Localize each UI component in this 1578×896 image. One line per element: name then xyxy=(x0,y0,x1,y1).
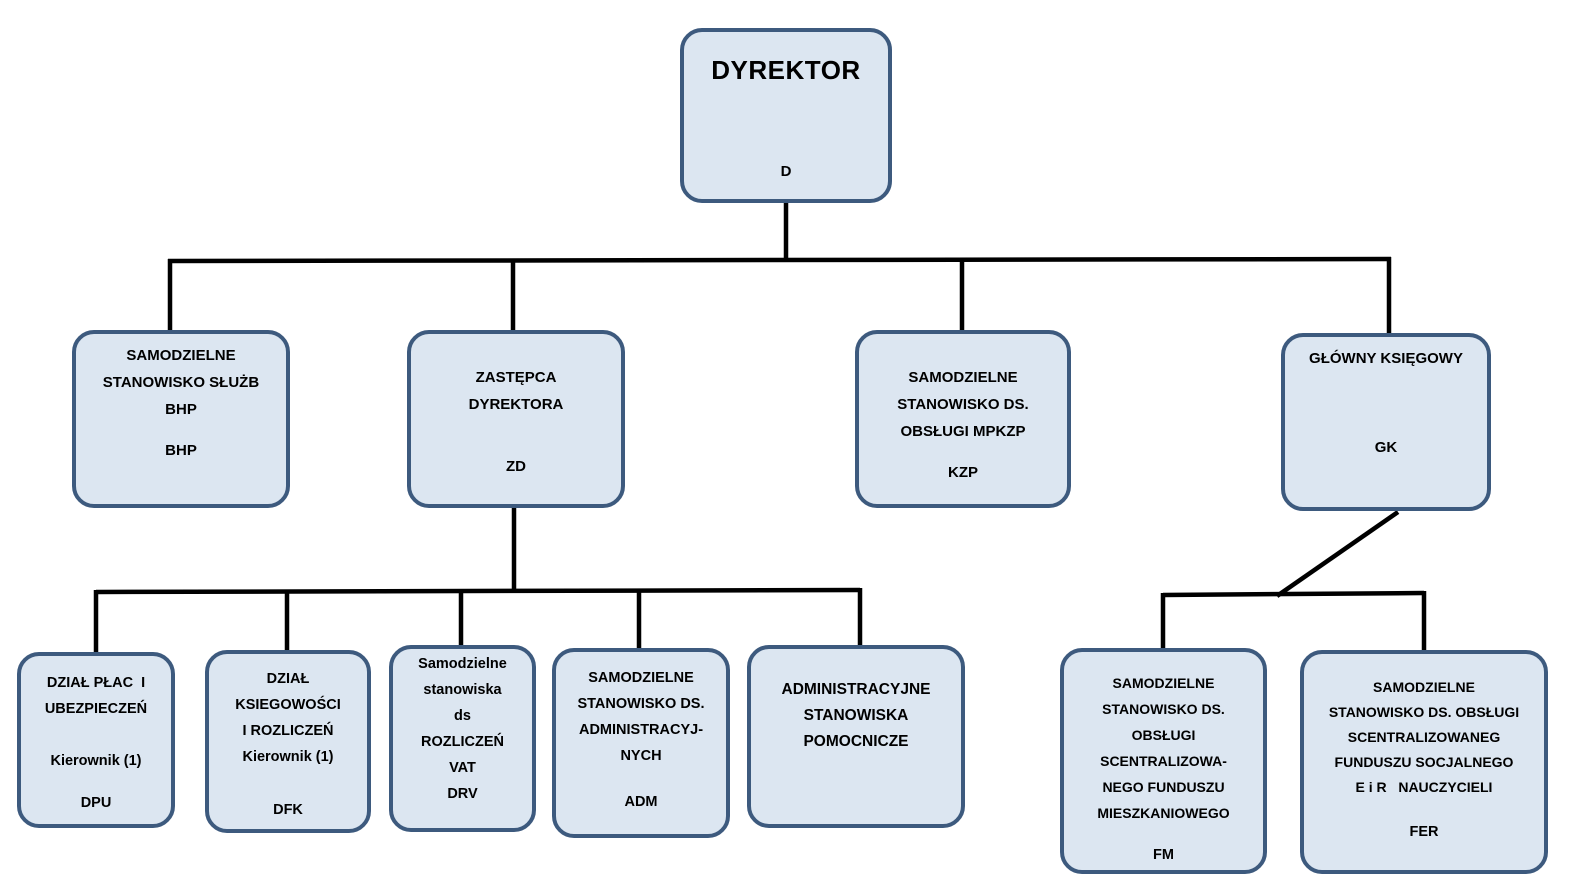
node-code: KZP xyxy=(948,464,978,481)
node-text-line: Samodzielne xyxy=(418,656,507,672)
node-text-line: Kierownik (1) xyxy=(242,749,334,765)
org-node-fer: SAMODZIELNE STANOWISKO DS. OBSŁUGI SCENT… xyxy=(1300,650,1548,874)
org-node-drv: Samodzielne stanowiska ds ROZLICZEŃ VAT … xyxy=(389,645,536,832)
node-code: GK xyxy=(1374,439,1398,456)
node-text-line: STANOWISKA xyxy=(803,707,909,724)
node-text-line: FUNDUSZU SOCJALNEGO xyxy=(1334,754,1514,770)
node-text-line: OBSŁUGI xyxy=(1131,727,1196,743)
node-text-line: VAT xyxy=(449,760,476,776)
node-code: DPU xyxy=(80,795,112,811)
connector-level2-left xyxy=(93,508,863,655)
node-text-line: POMOCNICZE xyxy=(803,733,909,750)
node-text-line: NEGO FUNDUSZU xyxy=(1102,779,1225,795)
node-text-line: MIESZKANIOWEGO xyxy=(1097,805,1230,821)
node-text-line: STANOWISKO DS. OBSŁUGI xyxy=(1328,704,1520,720)
node-code: DRV xyxy=(447,786,478,802)
org-node-fm: SAMODZIELNE STANOWISKO DS. OBSŁUGI SCENT… xyxy=(1060,648,1267,874)
node-text-line: UBEZPIECZEŃ xyxy=(44,701,148,717)
org-node-mpkzp: SAMODZIELNE STANOWISKO DS. OBSŁUGI MPKZP… xyxy=(855,330,1071,508)
node-text-line: STANOWISKO DS. xyxy=(1102,701,1225,717)
node-text-line: ZASTĘPCA xyxy=(475,369,557,386)
node-text-line: E i R NAUCZYCIELI xyxy=(1355,779,1493,795)
node-text-line: DYREKTORA xyxy=(468,396,564,413)
node-text-line: SAMODZIELNE xyxy=(126,347,236,364)
node-text-line: stanowiska xyxy=(423,682,502,698)
node-text-line: BHP xyxy=(165,401,197,418)
node-code: DFK xyxy=(273,802,303,818)
node-code: FM xyxy=(1153,847,1174,863)
node-text-line: SAMODZIELNE xyxy=(588,670,694,686)
node-text-line: ADMINISTRACYJ- xyxy=(578,722,704,738)
node-text-line: SAMODZIELNE xyxy=(1112,675,1215,691)
node-text-line: SCENTRALIZOWA- xyxy=(1100,753,1227,769)
org-node-dfk: DZIAŁ KSIEGOWOŚCI I ROZLICZEŃ Kierownik … xyxy=(205,650,371,833)
org-node-administrative-support: ADMINISTRACYJNE STANOWISKA POMOCNICZE xyxy=(747,645,965,828)
node-text-line: ROZLICZEŃ xyxy=(421,734,504,750)
org-node-bhp: SAMODZIELNE STANOWISKO SŁUŻB BHP BHP xyxy=(72,330,290,508)
node-text-line: STANOWISKO DS. xyxy=(577,696,705,712)
node-title: DYREKTOR xyxy=(711,55,861,85)
node-text-line: SCENTRALIZOWANEG xyxy=(1347,729,1501,745)
node-code: D xyxy=(780,163,792,180)
node-text-line: I ROZLICZEŃ xyxy=(242,723,334,739)
node-text-line: SAMODZIELNE xyxy=(908,369,1018,386)
connector-level1 xyxy=(167,203,1392,335)
node-code: ZD xyxy=(506,458,526,475)
org-node-adm: SAMODZIELNE STANOWISKO DS. ADMINISTRACYJ… xyxy=(552,648,730,838)
node-text-line xyxy=(21,722,171,748)
org-node-chief-accountant: GŁÓWNY KSIĘGOWY GK xyxy=(1281,333,1491,511)
org-node-dpu: DZIAŁ PŁAC I UBEZPIECZEŃ Kierownik (1) D… xyxy=(17,652,175,828)
node-text-line: DZIAŁ PŁAC I xyxy=(46,675,146,691)
node-text-line: OBSŁUGI MPKZP xyxy=(900,423,1026,440)
connector-level2-right xyxy=(1160,510,1427,653)
node-text-line: ds xyxy=(454,708,471,724)
org-node-director: DYREKTOR D xyxy=(680,28,892,203)
node-text-line: DZIAŁ xyxy=(266,671,310,687)
node-code: FER xyxy=(1409,824,1439,840)
node-text-line: GŁÓWNY KSIĘGOWY xyxy=(1309,350,1463,367)
node-text-line: STANOWISKO DS. xyxy=(897,396,1029,413)
node-text-line: KSIEGOWOŚCI xyxy=(235,697,341,713)
org-node-deputy-director: ZASTĘPCA DYREKTORA ZD xyxy=(407,330,625,508)
node-code: BHP xyxy=(165,442,197,459)
node-text-line: ADMINISTRACYJNE xyxy=(781,681,931,698)
node-code: ADM xyxy=(624,794,658,810)
node-text-line: NYCH xyxy=(620,748,662,764)
node-text-line: STANOWISKO SŁUŻB xyxy=(102,374,260,391)
node-text-line: SAMODZIELNE xyxy=(1373,679,1475,695)
node-text-line: Kierownik (1) xyxy=(50,753,142,769)
